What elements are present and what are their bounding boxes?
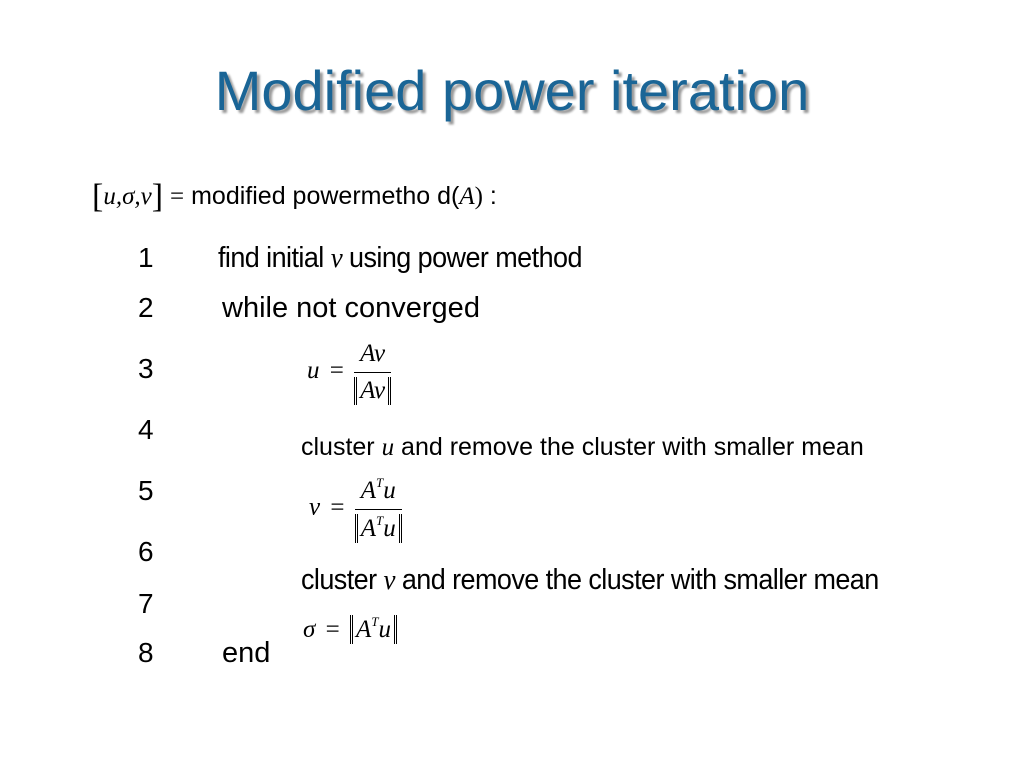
algorithm-line-1: find initial v using power method — [218, 242, 609, 275]
line-1-var: v — [330, 242, 343, 274]
eq5-fraction: ATu ATu — [354, 475, 402, 543]
eq5-denominator: ATu — [354, 513, 402, 543]
line-1-pre: find initial — [218, 242, 324, 274]
line-4-pre: cluster — [301, 433, 375, 461]
signature-outputs: u,σ,v — [103, 183, 152, 210]
algorithm-line-4: cluster u and remove the cluster with sm… — [301, 433, 864, 462]
eq3-fraction: Av Av — [354, 340, 392, 405]
eq7-lhs: σ — [303, 616, 316, 643]
eq7-sup: T — [371, 614, 379, 629]
algorithm-line-8: end — [222, 637, 271, 669]
line-number-8: 8 — [138, 637, 154, 668]
line-4-var: u — [381, 434, 395, 461]
eq7-base: A — [355, 616, 372, 643]
eq3-lhs: u — [307, 357, 320, 385]
signature-argument: A — [459, 183, 475, 210]
line-number-2: 2 — [138, 292, 154, 323]
signature-equals: = — [170, 183, 185, 210]
eq3-denominator: Av — [354, 377, 392, 405]
eq7-norm: ATu — [349, 614, 397, 644]
line-number-7: 7 — [138, 588, 154, 619]
eq5-den-base: A — [360, 515, 376, 542]
signature-close: ) — [474, 183, 483, 210]
eq3-numerator: Av — [360, 340, 386, 367]
signature-colon: : — [489, 182, 497, 210]
equation-v-update: v = ATu ATu — [309, 475, 402, 543]
algorithm-line-6: cluster v and remove the cluster with sm… — [301, 564, 922, 597]
slide-title: Modified power iteration — [214, 59, 810, 122]
line-number-1: 1 — [138, 242, 154, 273]
line-6-var: v — [383, 564, 395, 596]
eq5-num-var: u — [383, 477, 396, 504]
eq5-den-var: u — [383, 515, 396, 542]
line-number-6: 6 — [138, 536, 154, 567]
line-number-4: 4 — [138, 414, 154, 445]
eq7-equals: = — [325, 616, 340, 643]
eq5-equals: = — [330, 493, 345, 521]
eq5-den-sup: T — [376, 513, 384, 528]
line-6-post: and remove the cluster with smaller mean — [401, 564, 879, 596]
left-bracket: [ — [92, 178, 104, 215]
line-1-post: using power method — [349, 242, 582, 274]
equation-u-update: u = Av Av — [307, 340, 392, 405]
eq5-lhs: v — [309, 493, 321, 521]
eq5-numerator: ATu — [355, 475, 402, 509]
signature-function-name: modified powermetho d( — [191, 182, 460, 210]
function-signature: [u,σ,v] = modified powermetho d(A) : — [92, 178, 497, 216]
right-bracket: ] — [151, 178, 164, 215]
eq3-equals: = — [329, 357, 344, 385]
eq5-num-sup: T — [376, 475, 384, 490]
eq7-var: u — [378, 616, 391, 643]
eq5-num-base: A — [360, 477, 376, 504]
line-6-pre: cluster — [301, 564, 377, 596]
line-4-post: and remove the cluster with smaller mean — [401, 433, 864, 461]
equation-sigma: σ = ATu — [303, 614, 397, 644]
line-number-5: 5 — [138, 475, 154, 506]
line-number-3: 3 — [138, 353, 154, 384]
algorithm-line-2: while not converged — [222, 292, 480, 324]
